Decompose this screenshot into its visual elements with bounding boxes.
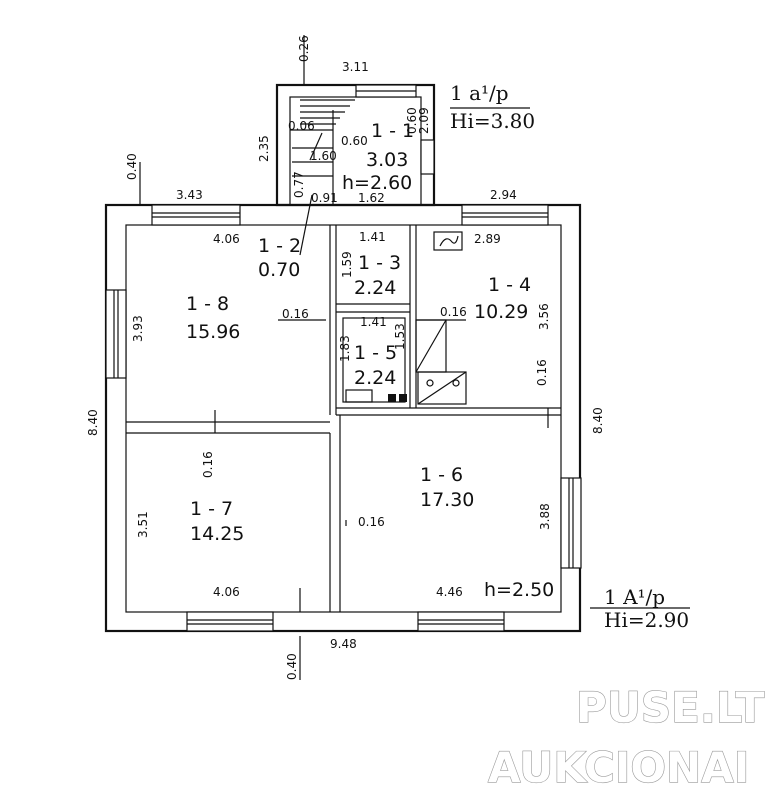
windows [105,84,582,632]
dim-partition-7: 0.16 [201,451,215,478]
upper-floor-label: 1 a¹/p [450,81,509,105]
dim-r5-width: 1.41 [360,315,387,329]
interior-walls [126,110,561,612]
dim-r3-width: 1.41 [359,230,386,244]
dim-top-left: 3.43 [176,188,203,202]
room-1-6-id: 1 - 6 [420,464,463,486]
dim-r3-depth: 1.59 [340,251,354,278]
dim-porch-width: 3.11 [342,60,369,74]
dim-left-total: 8.40 [86,409,100,436]
room-1-6-height: h=2.50 [484,579,554,601]
dim-r7-depth: 3.51 [136,511,150,538]
room-1-1-height: h=2.60 [342,172,412,194]
dim-porch-g: 1.62 [358,191,385,205]
dim-porch-a: 0.60 [341,134,368,148]
dim-porch-d: 1.60 [310,149,337,163]
watermark-line2: AUKCIONAI [488,743,749,792]
room-1-8-area: 15.96 [186,321,240,343]
room-1-4-id: 1 - 4 [488,274,531,296]
dim-r4-width: 2.89 [474,232,501,246]
room-1-6-area: 17.30 [420,489,474,511]
dim-partition-4: 0.16 [440,305,467,319]
dim-ext-wall-bottom: 0.40 [285,653,299,680]
lower-floor-label: 1 A¹/p [604,585,665,609]
dim-porch-depth: 2.35 [257,135,271,162]
dim-ext-wall-top: 0.40 [125,153,139,180]
stairs [292,99,355,177]
dim-r6-depth: 3.88 [538,503,552,530]
gas-meter-icon [433,231,463,251]
room-1-3-id: 1 - 3 [358,252,401,274]
dim-r4-part: 0.16 [535,359,549,386]
dim-partition-6: 0.16 [358,515,385,529]
dim-r5-left: 1.83 [338,335,352,362]
dim-top-right: 2.94 [490,188,517,202]
room-1-7-id: 1 - 7 [190,498,233,520]
room-1-1-id: 1 - 1 [371,120,414,142]
dim-bottom-total: 9.48 [330,637,357,651]
dim-porch-f: 0.91 [311,191,338,205]
room-1-4-area: 10.29 [474,301,528,323]
watermark-line1: PUSE.LT [576,683,765,732]
dim-r6-width: 4.46 [436,585,463,599]
room-1-5-id: 1 - 5 [354,342,397,364]
dim-porch-wall: 0.26 [297,35,311,62]
room-1-8-id: 1 - 8 [186,293,229,315]
room-1-2-id: 1 - 2 [258,235,301,257]
dim-right-total: 8.40 [591,407,605,434]
room-1-1-area: 3.03 [366,149,408,171]
dim-porch-b: 0.60 [405,107,419,134]
dim-r7-width: 4.06 [213,585,240,599]
dimension-lines [139,35,690,680]
dim-r5-right: 1.53 [393,323,407,350]
dim-r8-width: 4.06 [213,232,240,246]
upper-height-label: Hi=3.80 [450,109,535,133]
lower-height-label: Hi=2.90 [604,608,689,632]
dim-porch-e: 0.77 [292,171,306,198]
room-1-2-area: 0.70 [258,259,300,281]
dim-porch-c: 0.06 [288,119,315,133]
dim-partition-8: 0.16 [282,307,309,321]
dim-porch-side: 2.09 [417,107,431,134]
room-1-7-area: 14.25 [190,523,244,545]
kitchen-fixtures [415,319,467,405]
dim-r4-depth: 3.56 [537,303,551,330]
room-1-5-area: 2.24 [354,367,396,389]
bath-fixtures [345,389,407,403]
dim-r8-depth: 3.93 [131,315,145,342]
room-1-3-area: 2.24 [354,277,396,299]
